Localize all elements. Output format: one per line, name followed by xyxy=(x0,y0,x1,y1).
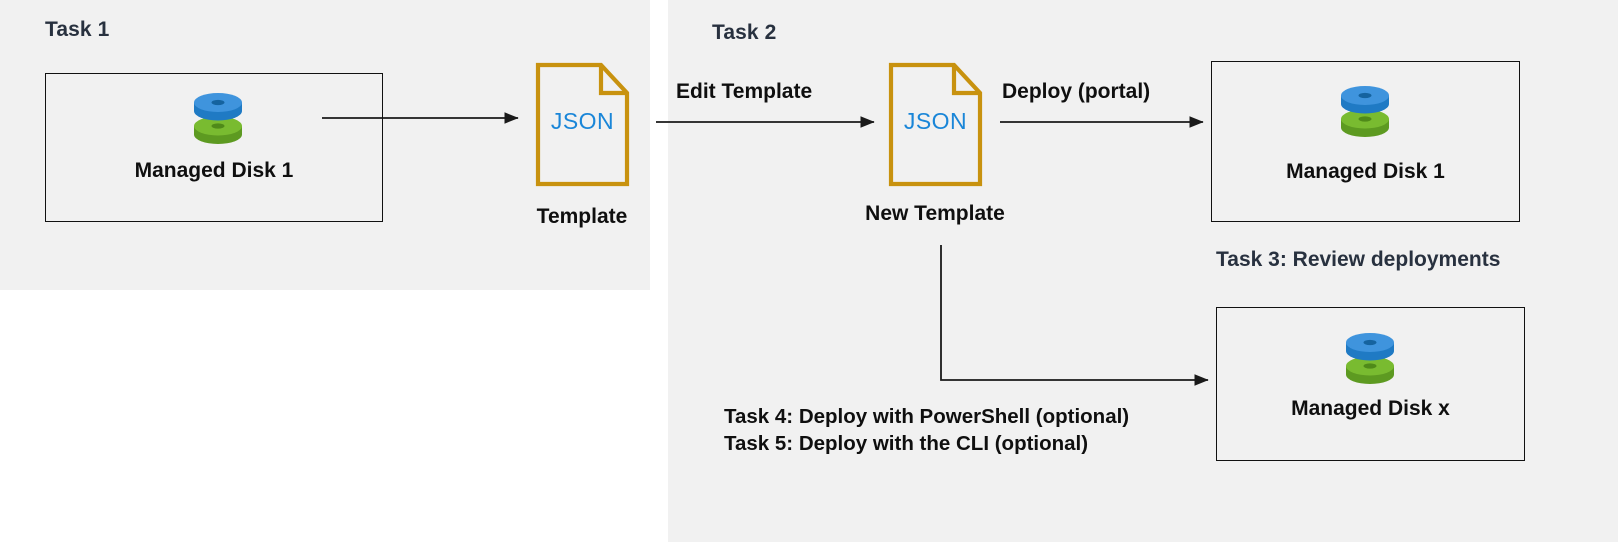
managed-disk-x-label: Managed Disk x xyxy=(1291,397,1450,420)
task-1-heading: Task 1 xyxy=(45,18,110,41)
managed-disk-icon xyxy=(1339,330,1401,388)
task-4-label: Task 4: Deploy with PowerShell (optional… xyxy=(724,405,1130,428)
managed-disk-1-left-box xyxy=(45,73,383,222)
managed-disk-x-box xyxy=(1216,307,1525,461)
task-5-label: Task 5: Deploy with the CLI (optional) xyxy=(724,432,1089,455)
edit-template-arrow-label: Edit Template xyxy=(676,80,813,103)
managed-disk-1-right-box xyxy=(1211,61,1520,222)
task-3-heading: Task 3: Review deployments xyxy=(1216,248,1501,271)
deploy-portal-arrow-label: Deploy (portal) xyxy=(1002,80,1151,103)
json-document-icon xyxy=(888,62,983,187)
task-2-heading: Task 2 xyxy=(712,21,777,44)
json-document-body-text: JSON xyxy=(550,108,615,134)
managed-disk-1-right-label: Managed Disk 1 xyxy=(1286,160,1445,183)
optional-tasks-block: Task 4: Deploy with PowerShell (optional… xyxy=(724,403,1129,457)
json-document-body-text: JSON xyxy=(903,108,968,134)
task-1-panel xyxy=(0,0,650,290)
json-document-icon xyxy=(535,62,630,187)
template-caption: Template xyxy=(536,205,628,228)
managed-disk-1-left-label: Managed Disk 1 xyxy=(134,159,294,182)
new-template-caption: New Template xyxy=(865,202,1005,225)
managed-disk-icon xyxy=(1334,83,1396,141)
managed-disk-icon xyxy=(187,90,249,148)
